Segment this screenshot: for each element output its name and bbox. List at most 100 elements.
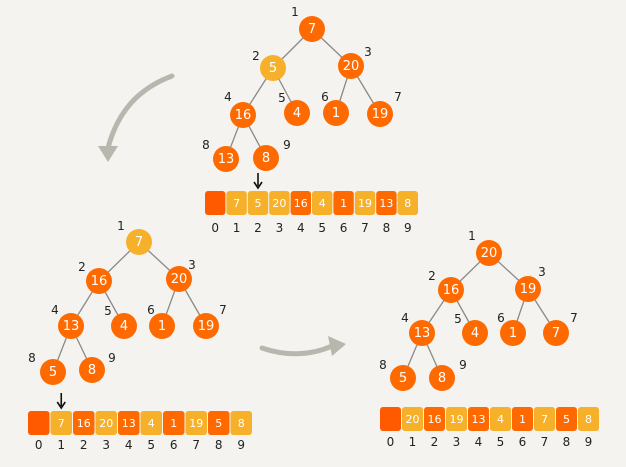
pointer-arrow-head: [56, 401, 66, 410]
array-cell-value: 5: [215, 417, 222, 430]
array-cell-value: 8: [404, 197, 411, 210]
node-index-label: 5: [278, 91, 286, 105]
node-index-label: 7: [394, 90, 402, 104]
heap-node: [79, 357, 105, 383]
array-cell: [512, 407, 533, 431]
array-index-label: 5: [497, 435, 505, 449]
array-index-label: 4: [125, 438, 133, 452]
heap-node-value: 13: [63, 319, 80, 334]
heap-node-value: 1: [509, 326, 517, 341]
heap-node: [476, 240, 502, 266]
array-cell: [269, 191, 290, 215]
array-cell: [312, 191, 333, 215]
node-index-label: 2: [252, 49, 260, 63]
array-cell-value: 16: [428, 413, 442, 426]
array-index-label: 4: [297, 221, 305, 235]
heap-node: [111, 313, 137, 339]
array-cell-value: 5: [563, 413, 570, 426]
node-index-label: 8: [379, 358, 387, 372]
array-cell-value: 1: [340, 197, 347, 210]
heap-node: [149, 313, 175, 339]
array-cell: [468, 407, 489, 431]
array-cell-value: 13: [122, 417, 136, 430]
heap-node: [213, 146, 239, 172]
array-cell-value: 20: [272, 197, 286, 210]
array-cell: [424, 407, 445, 431]
heap-node: [500, 320, 526, 346]
heap-node-value: 16: [235, 108, 252, 123]
array-index-label: 5: [318, 221, 326, 235]
array-cell-value: 16: [77, 417, 91, 430]
array-cell: [534, 407, 555, 431]
heap-node: [323, 100, 349, 126]
heap-node-value: 13: [218, 152, 235, 167]
array-index-label: 6: [170, 438, 178, 452]
array-index-label: 1: [233, 221, 241, 235]
curved-arrow-right-head: [328, 336, 346, 356]
heap-node: [193, 313, 219, 339]
pointer-arrow-head: [253, 181, 263, 190]
heap-node-value: 8: [262, 151, 270, 166]
heap-node-value: 8: [88, 363, 96, 378]
node-index-label: 4: [51, 303, 59, 317]
heap-node: [260, 55, 286, 81]
heap-node: [515, 276, 541, 302]
array-cell-value: 1: [170, 417, 177, 430]
heap-node-value: 20: [343, 59, 360, 74]
array-cell-value: 13: [472, 413, 486, 426]
heap-node-value: 7: [552, 326, 560, 341]
array-cell: [376, 191, 397, 215]
node-index-label: 7: [570, 311, 578, 325]
node-index-label: 9: [283, 138, 291, 152]
heap-node: [438, 277, 464, 303]
array-index-label: 2: [431, 435, 439, 449]
array-cell-value: 20: [406, 413, 420, 426]
heap-node: [284, 100, 310, 126]
heap-node-value: 19: [198, 319, 215, 334]
array-index-label: 5: [147, 438, 155, 452]
array-cell: [163, 411, 185, 435]
array-cell: [208, 411, 230, 435]
array-index-label: 8: [383, 221, 391, 235]
heap-node: [338, 53, 364, 79]
array-index-label: 7: [541, 435, 549, 449]
node-index-label: 9: [459, 358, 467, 372]
curved-arrow-right: [259, 343, 335, 357]
node-index-label: 1: [291, 5, 299, 19]
array-cell-value: 5: [255, 197, 262, 210]
curved-arrow-down-left-head: [98, 146, 118, 162]
node-index-label: 5: [104, 304, 112, 318]
array-cell: [118, 411, 140, 435]
array-cell-value: 4: [148, 417, 155, 430]
heap-before: 7152203164451619713889071522031644516197…: [202, 5, 418, 235]
array-cell: [28, 411, 50, 435]
heap-node-value: 5: [269, 61, 277, 76]
array-index-label: 3: [453, 435, 461, 449]
array-index-label: 1: [409, 435, 417, 449]
array-cell-value: 7: [233, 197, 240, 210]
heap-node: [543, 320, 569, 346]
node-index-label: 4: [224, 90, 232, 104]
array-cell-value: 7: [541, 413, 548, 426]
heap-node-value: 7: [308, 22, 316, 37]
node-index-label: 2: [428, 269, 436, 283]
array-cell: [185, 411, 207, 435]
array-cell: [95, 411, 117, 435]
heap-node-value: 4: [293, 106, 301, 121]
array-cell: [446, 407, 467, 431]
heap-node-value: 20: [171, 272, 188, 287]
node-index-label: 6: [321, 90, 329, 104]
node-index-label: 6: [147, 303, 155, 317]
heap-node-value: 16: [91, 274, 108, 289]
heap-node-value: 4: [120, 319, 128, 334]
heap-node-value: 19: [520, 282, 537, 297]
heap-node: [253, 145, 279, 171]
node-index-label: 6: [497, 311, 505, 325]
array-cell: [247, 191, 269, 215]
array-cell-value: 19: [189, 417, 203, 430]
node-index-label: 1: [468, 229, 476, 243]
node-index-label: 9: [108, 351, 116, 365]
array-cell: [556, 407, 577, 431]
